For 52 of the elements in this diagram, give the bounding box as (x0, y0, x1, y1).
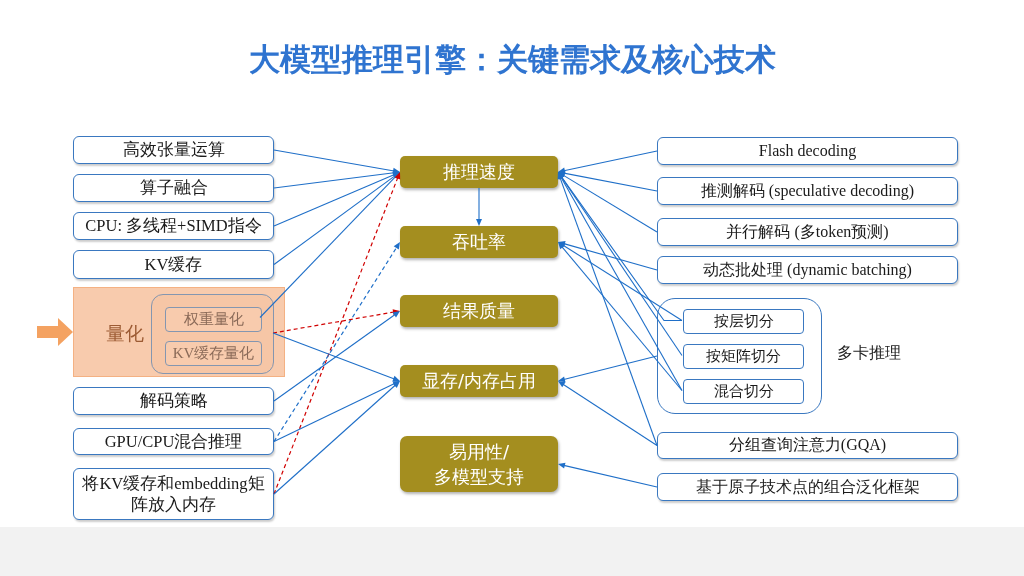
highlight-band (73, 287, 285, 377)
block-arrow (37, 318, 73, 346)
group-box (151, 294, 274, 374)
arrow (273, 242, 400, 443)
arrow (272, 332, 400, 382)
technique-box: 将KV缓存和embedding矩阵放入内存 (73, 468, 274, 520)
group-heading: 多卡推理 (836, 343, 902, 363)
sub-box: 按矩阵切分 (683, 344, 804, 369)
sub-box: 权重量化 (165, 307, 262, 332)
arrow (273, 172, 400, 227)
technique-box: CPU: 多线程+SIMD指令 (73, 212, 274, 240)
arrow (476, 187, 482, 226)
arrow (557, 172, 658, 447)
sub-box: KV缓存量化 (165, 341, 262, 366)
arrow (273, 149, 400, 174)
arrow (273, 311, 400, 402)
arrow (558, 381, 658, 447)
arrow (259, 172, 400, 319)
requirement-box: 易用性/多模型支持 (400, 436, 558, 492)
technique-box: 并行解码 (多token预测) (657, 218, 958, 246)
band-label: 量化 (105, 321, 145, 345)
arrow (273, 172, 400, 266)
arrow (558, 150, 658, 174)
technique-box: 高效张量运算 (73, 136, 274, 164)
arrow (273, 172, 401, 495)
technique-box: 动态批处理 (dynamic batching) (657, 256, 958, 284)
arrow (558, 355, 658, 383)
arrow (273, 381, 400, 495)
arrow (558, 242, 683, 392)
technique-box: Flash decoding (657, 137, 958, 165)
sub-box: 按层切分 (683, 309, 804, 334)
arrow (558, 241, 658, 271)
technique-box: 解码策略 (73, 387, 274, 415)
technique-box: 基于原子技术点的组合泛化框架 (657, 473, 958, 501)
requirement-box: 结果质量 (400, 295, 558, 327)
arrow (558, 242, 683, 322)
technique-box: 算子融合 (73, 174, 274, 202)
requirement-box: 吞吐率 (400, 226, 558, 258)
technique-box: KV缓存 (73, 250, 274, 279)
title: 大模型推理引擎：关键需求及核心技术 (248, 41, 776, 77)
technique-box: GPU/CPU混合推理 (73, 428, 274, 455)
technique-box: 推测解码 (speculative decoding) (657, 177, 958, 205)
arrow (273, 381, 400, 443)
arrow (558, 172, 658, 233)
arrow (272, 309, 400, 334)
arrow (558, 462, 658, 488)
technique-box: 分组查询注意力(GQA) (657, 432, 958, 459)
arrow (273, 169, 400, 189)
sub-box: 混合切分 (683, 379, 804, 404)
arrow (558, 170, 658, 192)
requirement-box: 显存/内存占用 (400, 365, 558, 397)
requirement-box: 推理速度 (400, 156, 558, 188)
